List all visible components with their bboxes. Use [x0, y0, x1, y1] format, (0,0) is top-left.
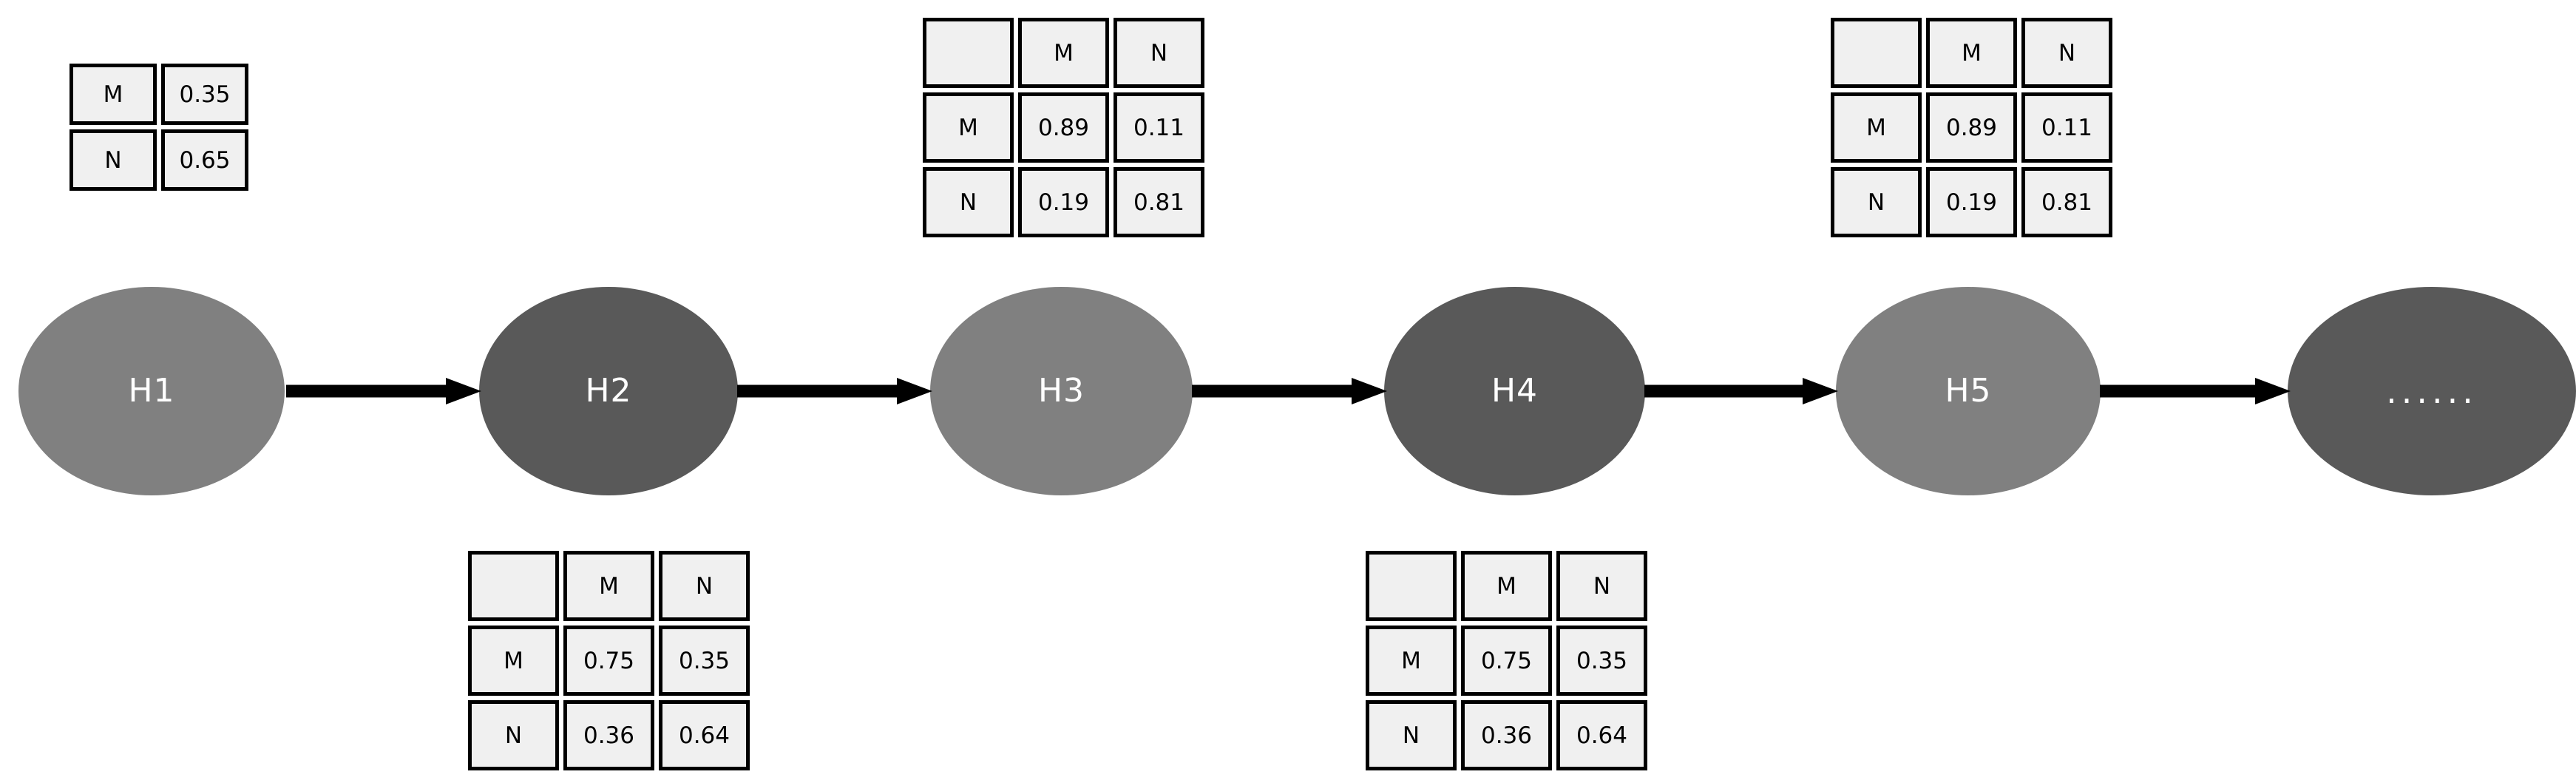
emission-h2-row-0-label: M — [468, 626, 559, 696]
transition-h3-row-0-label: M — [923, 92, 1014, 163]
table-row: N 0.19 0.81 — [923, 167, 1204, 237]
transition-h3-corner — [923, 18, 1014, 88]
table-row: M N — [1366, 551, 1647, 621]
initial-row-0-value: 0.35 — [161, 64, 248, 125]
table-row: N 0.36 0.64 — [1366, 700, 1647, 770]
node-continuation-label: ...... — [2386, 371, 2478, 411]
transition-h5-cell-0-1: 0.11 — [2021, 92, 2112, 163]
emission-h4-cell-1-1: 0.64 — [1556, 700, 1647, 770]
initial-row-1-value: 0.65 — [161, 129, 248, 191]
table-row: N 0.36 0.64 — [468, 700, 750, 770]
transition-h3-cell-0-0: 0.89 — [1018, 92, 1109, 163]
emission-h2-row-1-label: N — [468, 700, 559, 770]
node-h5[interactable]: H5 — [1836, 287, 2101, 495]
node-h1[interactable]: H1 — [18, 287, 285, 495]
transition-h3-col-1: N — [1114, 18, 1204, 88]
emission-h2-cell-1-1: 0.64 — [659, 700, 750, 770]
table-row: M N — [468, 551, 750, 621]
emission-h4-row-0-label: M — [1366, 626, 1457, 696]
transition-h3-row-1-label: N — [923, 167, 1014, 237]
emission-h4-row-1-label: N — [1366, 700, 1457, 770]
transition-h5-row-0-label: M — [1831, 92, 1922, 163]
node-h3-label: H3 — [1037, 372, 1085, 410]
emission-h2-cell-1-0: 0.36 — [563, 700, 654, 770]
table-row: M 0.89 0.11 — [923, 92, 1204, 163]
table-row: M 0.35 — [70, 64, 248, 125]
table-row: N 0.19 0.81 — [1831, 167, 2112, 237]
emission-h4-cell-0-1: 0.35 — [1556, 626, 1647, 696]
emission-h2-col-1: N — [659, 551, 750, 621]
transition-h5-cell-1-0: 0.19 — [1926, 167, 2017, 237]
node-h4-label: H4 — [1491, 372, 1539, 410]
table-row: M 0.75 0.35 — [468, 626, 750, 696]
initial-row-0-label: M — [70, 64, 157, 125]
transition-h3-col-0: M — [1018, 18, 1109, 88]
node-h2[interactable]: H2 — [479, 287, 738, 495]
table-row: M 0.75 0.35 — [1366, 626, 1647, 696]
transition-matrix-h3: M N M 0.89 0.11 N 0.19 0.81 — [918, 13, 1209, 242]
transition-h3-cell-1-0: 0.19 — [1018, 167, 1109, 237]
emission-h2-cell-0-1: 0.35 — [659, 626, 750, 696]
emission-h4-cell-0-0: 0.75 — [1461, 626, 1552, 696]
emission-matrix-h2: M N M 0.75 0.35 N 0.36 0.64 — [464, 546, 754, 775]
emission-h4-corner — [1366, 551, 1457, 621]
node-h1-label: H1 — [128, 372, 175, 410]
transition-h5-col-0: M — [1926, 18, 2017, 88]
emission-h2-corner — [468, 551, 559, 621]
transition-h3-cell-0-1: 0.11 — [1114, 92, 1204, 163]
initial-row-1-label: N — [70, 129, 157, 191]
node-h4[interactable]: H4 — [1384, 287, 1645, 495]
emission-matrix-h4: M N M 0.75 0.35 N 0.36 0.64 — [1361, 546, 1652, 775]
arrow-h4-h5 — [1644, 378, 1838, 404]
arrow-h1-h2 — [286, 378, 481, 404]
transition-h5-row-1-label: N — [1831, 167, 1922, 237]
table-row: M N — [923, 18, 1204, 88]
table-row: M 0.89 0.11 — [1831, 92, 2112, 163]
table-row: M N — [1831, 18, 2112, 88]
node-h2-label: H2 — [585, 372, 632, 410]
table-row: N 0.65 — [70, 129, 248, 191]
node-continuation[interactable]: ...... — [2288, 287, 2576, 495]
emission-h4-cell-1-0: 0.36 — [1461, 700, 1552, 770]
arrow-h2-h3 — [737, 378, 932, 404]
transition-h3-cell-1-1: 0.81 — [1114, 167, 1204, 237]
transition-matrix-h5: M N M 0.89 0.11 N 0.19 0.81 — [1826, 13, 2117, 242]
transition-h5-corner — [1831, 18, 1922, 88]
emission-h4-col-0: M — [1461, 551, 1552, 621]
node-h3[interactable]: H3 — [930, 287, 1193, 495]
emission-h4-col-1: N — [1556, 551, 1647, 621]
initial-probability-table: M 0.35 N 0.65 — [65, 59, 253, 195]
transition-h5-col-1: N — [2021, 18, 2112, 88]
node-h5-label: H5 — [1945, 372, 1992, 410]
arrow-h5-continuation — [2100, 378, 2291, 404]
transition-h5-cell-1-1: 0.81 — [2021, 167, 2112, 237]
arrow-h3-h4 — [1192, 378, 1387, 404]
transition-h5-cell-0-0: 0.89 — [1926, 92, 2017, 163]
emission-h2-col-0: M — [563, 551, 654, 621]
emission-h2-cell-0-0: 0.75 — [563, 626, 654, 696]
